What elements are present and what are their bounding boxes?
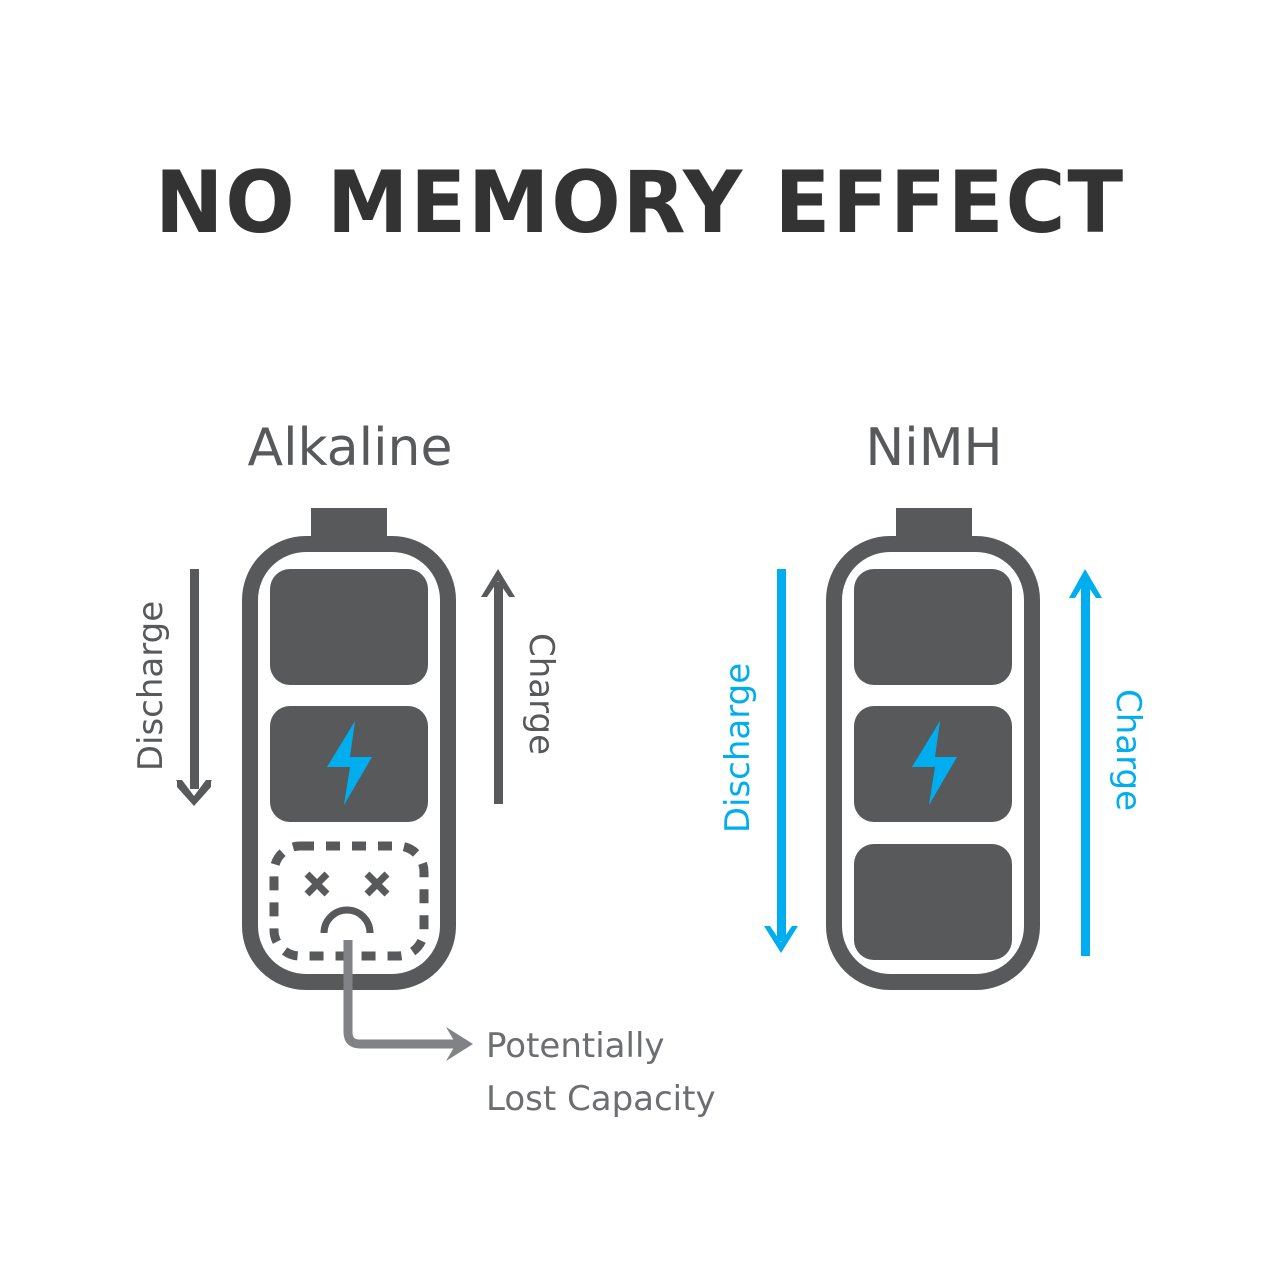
battery-cell-bottom: [854, 844, 1012, 960]
battery-cell-top: [270, 569, 428, 685]
battery-terminal: [896, 508, 972, 540]
callout-line-1: Potentially: [486, 1026, 665, 1066]
battery-terminal: [311, 508, 387, 540]
alkaline-heading: Alkaline: [248, 418, 453, 478]
nimh-discharge-label: Discharge: [718, 663, 758, 833]
nimh-heading: NiMH: [865, 418, 1002, 478]
arrow-up-icon: [1081, 582, 1090, 956]
alkaline-charge-label: Charge: [521, 633, 561, 755]
battery-cell-top: [854, 569, 1012, 685]
nimh-charge-arrow: [1069, 569, 1102, 956]
page-title: NO MEMORY EFFECT: [155, 153, 1125, 253]
elbow-arrow-right-icon: [343, 940, 473, 1061]
callout-line-2: Lost Capacity: [486, 1079, 716, 1119]
lightning-bolt-icon: [327, 721, 372, 805]
alkaline-panel: Alkaline Discharge: [131, 418, 716, 1119]
lost-capacity-cell: [269, 841, 429, 961]
arrow-down-icon: [777, 569, 786, 941]
arrow-up-icon: [494, 582, 503, 804]
alkaline-discharge-label: Discharge: [131, 601, 171, 771]
nimh-discharge-arrow: [764, 569, 798, 953]
arrow-down-icon: [190, 569, 199, 789]
nimh-battery-icon: [826, 508, 1040, 990]
battery-body: [826, 536, 1040, 990]
nimh-charge-label: Charge: [1108, 689, 1148, 811]
sad-face-icon: [304, 871, 390, 934]
nimh-panel: NiMH Discharge Charge: [718, 418, 1148, 990]
alkaline-battery-icon: [242, 508, 456, 990]
alkaline-charge-arrow: [481, 569, 515, 804]
alkaline-discharge-arrow: [176, 569, 212, 806]
lightning-bolt-icon: [912, 721, 957, 805]
